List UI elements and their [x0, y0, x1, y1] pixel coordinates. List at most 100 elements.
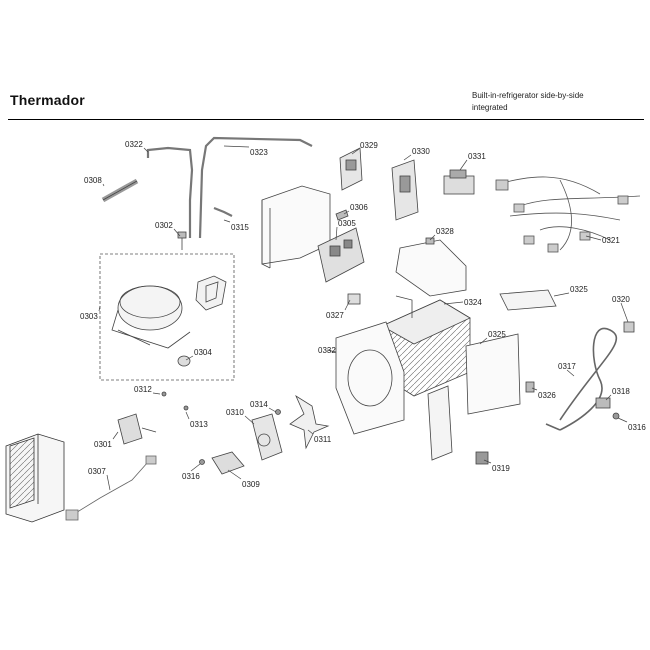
part-leader-line — [553, 292, 570, 297]
baffle-0325 — [465, 333, 521, 415]
compressor-group-box — [99, 253, 235, 381]
part-number-label[interactable]: 0314 — [250, 400, 268, 409]
part-leader-line — [268, 407, 277, 413]
part-label-group: 0308 0322 0323 0315 0302 0303 0304 0329 0330 0331… — [80, 140, 646, 491]
part-leader-line — [152, 392, 161, 395]
part-number-label[interactable]: 0304 — [194, 348, 212, 357]
heater-0320 — [623, 321, 635, 333]
part-number-label[interactable]: 0318 — [612, 387, 630, 396]
part-leader-line — [531, 387, 538, 391]
part-number-label[interactable]: 0316 — [628, 423, 646, 432]
screw-0312 — [161, 391, 167, 397]
drain-hose-0317 — [545, 327, 618, 431]
part-leader-line — [112, 431, 119, 440]
part-number-label[interactable]: 0324 — [464, 298, 482, 307]
part-number-label[interactable]: 0325 — [488, 330, 506, 339]
fan-motor-0310 — [251, 413, 283, 461]
part-leader-line — [443, 301, 464, 305]
electronics-housing-part — [261, 185, 331, 269]
air-duct-part — [427, 385, 453, 461]
part-number-label[interactable]: 0305 — [338, 219, 356, 228]
fan-blade-0311 — [289, 394, 330, 450]
circuit-board-0329 — [339, 147, 363, 191]
part-number-label[interactable]: 0330 — [412, 147, 430, 156]
part-leader-line — [617, 417, 628, 423]
part-leader-line — [620, 302, 629, 323]
part-number-label[interactable]: 0303 — [80, 312, 98, 321]
control-board-0330 — [391, 159, 419, 221]
part-number-label[interactable]: 0301 — [94, 440, 112, 449]
part-number-label[interactable]: 0311 — [314, 435, 332, 444]
wiring-harness-0321 — [495, 176, 641, 253]
part-number-label[interactable]: 0326 — [538, 391, 556, 400]
part-leader-line — [102, 183, 105, 187]
part-number-label[interactable]: 0315 — [231, 223, 249, 232]
part-number-label[interactable]: 0316 — [182, 472, 200, 481]
part-number-label[interactable]: 0309 — [242, 480, 260, 489]
part-leader-line — [605, 394, 612, 401]
part-leader-line — [343, 210, 350, 215]
part-number-label[interactable]: 0332 — [318, 346, 336, 355]
tubing-parts — [146, 136, 313, 239]
part-leader-line — [143, 147, 149, 153]
part-leader-line — [223, 145, 250, 148]
part-number-label[interactable]: 0313 — [190, 420, 208, 429]
part-leader-line — [185, 355, 194, 361]
compressor-part — [111, 285, 191, 349]
part-number-label[interactable]: 0308 — [84, 176, 102, 185]
fan-shroud-0332 — [335, 321, 405, 435]
part-leader-line — [403, 154, 412, 161]
transformer-0331 — [443, 169, 475, 195]
part-number-label[interactable]: 0322 — [125, 140, 143, 149]
part-number-label[interactable]: 0306 — [350, 203, 368, 212]
part-leader-line — [185, 411, 190, 420]
part-leader-line — [244, 415, 255, 425]
part-number-label[interactable]: 0328 — [436, 227, 454, 236]
part-number-label[interactable]: 0319 — [492, 464, 510, 473]
relay-0301 — [117, 413, 157, 445]
part-leader-line — [98, 305, 101, 312]
screw-0316-right — [612, 412, 620, 420]
part-number-label[interactable]: 0321 — [602, 236, 620, 245]
part-number-label[interactable]: 0302 — [155, 221, 173, 230]
part-leader-line — [173, 228, 181, 237]
part-leader-line — [429, 234, 436, 241]
fan-bracket-0309 — [211, 451, 245, 475]
relay-bracket-part — [195, 275, 227, 311]
part-leader-line — [326, 349, 337, 353]
part-number-label[interactable]: 0323 — [250, 148, 268, 157]
part-leader-line — [223, 219, 231, 223]
clip-0318 — [595, 397, 611, 409]
part-leader-line — [483, 459, 492, 464]
part-number-label[interactable]: 0327 — [326, 311, 344, 320]
description-line-1: Built-in-refrigerator side-by-side — [472, 91, 584, 100]
description-line-2: integrated — [472, 103, 508, 112]
connector-0327 — [347, 293, 361, 305]
part-number-label[interactable]: 0325 — [570, 285, 588, 294]
drier-part — [101, 178, 139, 203]
power-board-0305 — [317, 227, 365, 283]
part-number-label[interactable]: 0312 — [134, 385, 152, 394]
part-number-label[interactable]: 0320 — [612, 295, 630, 304]
part-leader-line — [307, 429, 314, 435]
model-description: Built-in-refrigerator side-by-side integ… — [472, 90, 584, 114]
cover-panel-part — [395, 239, 467, 297]
appliance-cabinet-icon — [5, 433, 65, 523]
clip-0306 — [335, 209, 349, 221]
part-number-label[interactable]: 0307 — [88, 467, 106, 476]
part-number-label[interactable]: 0317 — [558, 362, 576, 371]
grommet-part — [177, 355, 191, 367]
header-rule — [8, 119, 644, 120]
part-leader-line — [351, 148, 360, 155]
screw-0328-part — [425, 237, 435, 245]
screw-0316-left — [199, 459, 205, 465]
part-leader-line — [190, 463, 201, 472]
part-number-label[interactable]: 0331 — [468, 152, 486, 161]
part-leader-line — [585, 235, 602, 241]
part-number-label[interactable]: 0310 — [226, 408, 244, 417]
part-leader-line — [335, 226, 338, 241]
part-leader-line — [344, 299, 351, 311]
part-number-label[interactable]: 0329 — [360, 141, 378, 150]
part-leader-line — [227, 469, 242, 480]
